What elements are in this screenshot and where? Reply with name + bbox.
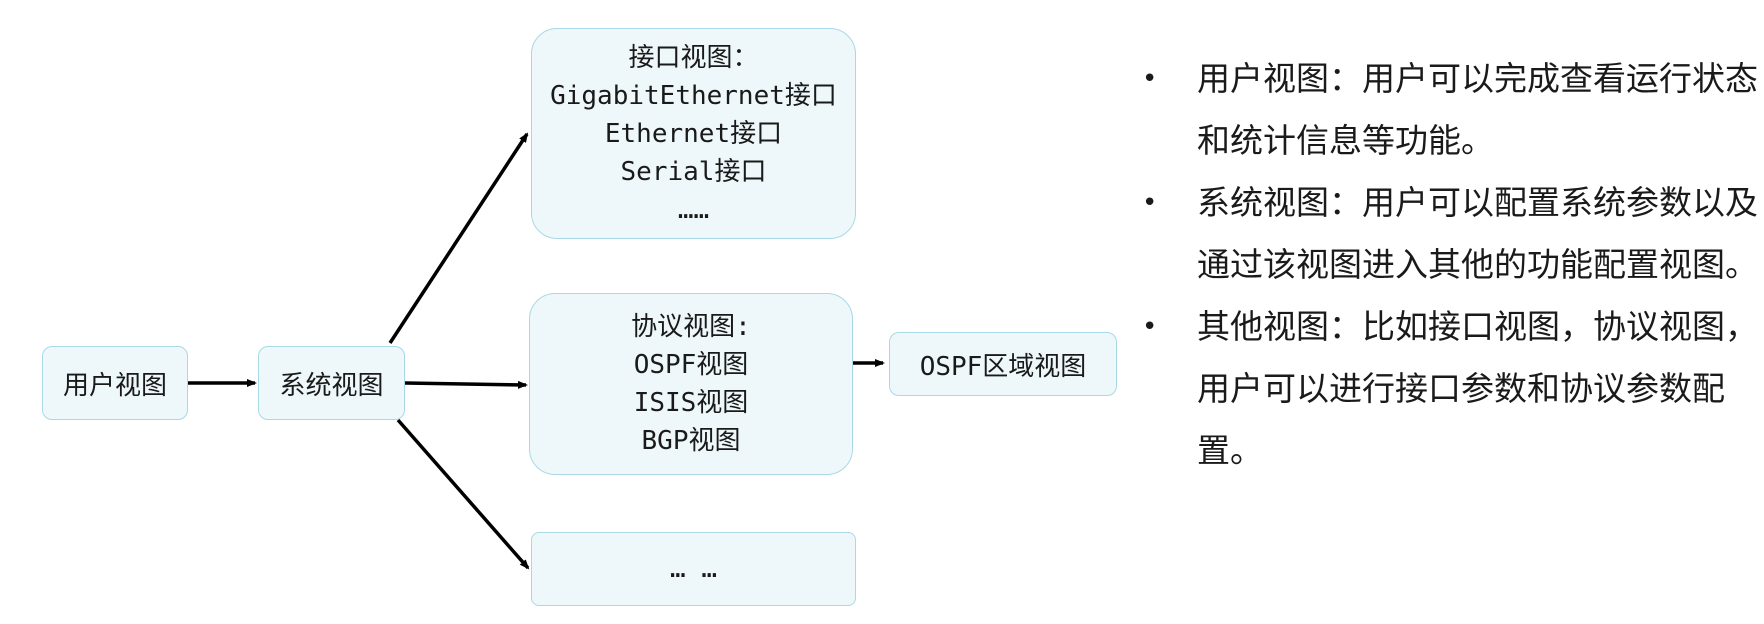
protocol-view-node: 协议视图: OSPF视图 ISIS视图 BGP视图: [529, 293, 853, 475]
view-description-list: • 用户视图：用户可以完成查看运行状态和统计信息等功能。 • 系统视图：用户可以…: [1135, 48, 1760, 482]
protocol-view-item: OSPF视图: [633, 350, 749, 380]
system-view-label: 系统视图: [279, 370, 384, 401]
other-view-label: … …: [670, 554, 717, 584]
arrow-system-to-other: [396, 418, 530, 570]
protocol-view-item: ISIS视图: [633, 388, 749, 418]
interface-view-item: GigabitEthernet接口: [550, 80, 837, 111]
interface-view-item: ……: [677, 194, 710, 225]
bullet-item: • 其他视图：比如接口视图，协议视图，用户可以进行接口参数和协议参数配置。: [1135, 296, 1760, 482]
bullet-text: 用户视图：用户可以完成查看运行状态和统计信息等功能。: [1197, 59, 1758, 160]
arrow-system-to-interface: [388, 132, 529, 344]
protocol-view-item: BGP视图: [641, 426, 741, 456]
ospf-area-view-node: OSPF区域视图: [889, 332, 1117, 396]
arrow-system-to-protocol: [404, 380, 528, 389]
protocol-view-title: 协议视图:: [631, 312, 751, 342]
interface-view-item: Ethernet接口: [604, 118, 783, 149]
interface-view-title: 接口视图：: [628, 42, 759, 73]
bullet-dot-icon: •: [1142, 312, 1158, 342]
interface-view-node: 接口视图： GigabitEthernet接口 Ethernet接口 Seria…: [531, 28, 856, 239]
bullet-dot-icon: •: [1142, 188, 1158, 218]
bullet-text: 其他视图：比如接口视图，协议视图，用户可以进行接口参数和协议参数配置。: [1197, 307, 1758, 470]
ospf-area-view-label: OSPF区域视图: [919, 351, 1087, 382]
bullet-item: • 系统视图：用户可以配置系统参数以及通过该视图进入其他的功能配置视图。: [1135, 172, 1760, 296]
bullet-dot-icon: •: [1142, 64, 1158, 94]
bullet-text: 系统视图：用户可以配置系统参数以及通过该视图进入其他的功能配置视图。: [1197, 183, 1758, 284]
system-view-node: 系统视图: [258, 346, 405, 420]
bullet-item: • 用户视图：用户可以完成查看运行状态和统计信息等功能。: [1135, 48, 1760, 172]
other-view-node: … …: [531, 532, 856, 606]
interface-view-item: Serial接口: [620, 156, 767, 187]
user-view-label: 用户视图: [62, 370, 167, 401]
user-view-node: 用户视图: [42, 346, 188, 420]
